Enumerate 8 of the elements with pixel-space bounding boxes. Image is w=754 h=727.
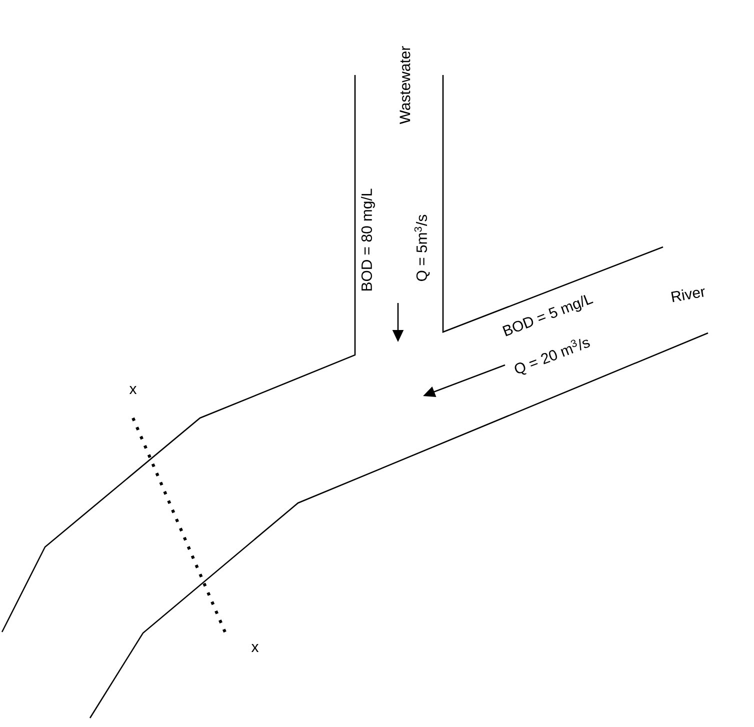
flow-label: Wastewater [400, 46, 410, 124]
flow-label: BOD = 80 mg/L [361, 188, 375, 290]
flow-label: Q = 5m$^{3}$/s [414, 214, 430, 281]
section-mark: x [251, 644, 259, 652]
flow-label: River [671, 288, 705, 302]
flow-label: Q = 20 m$^{3}$/s [514, 338, 590, 375]
flow-label: BOD = 5 mg/L [502, 295, 594, 336]
section-mark: x [129, 386, 137, 394]
